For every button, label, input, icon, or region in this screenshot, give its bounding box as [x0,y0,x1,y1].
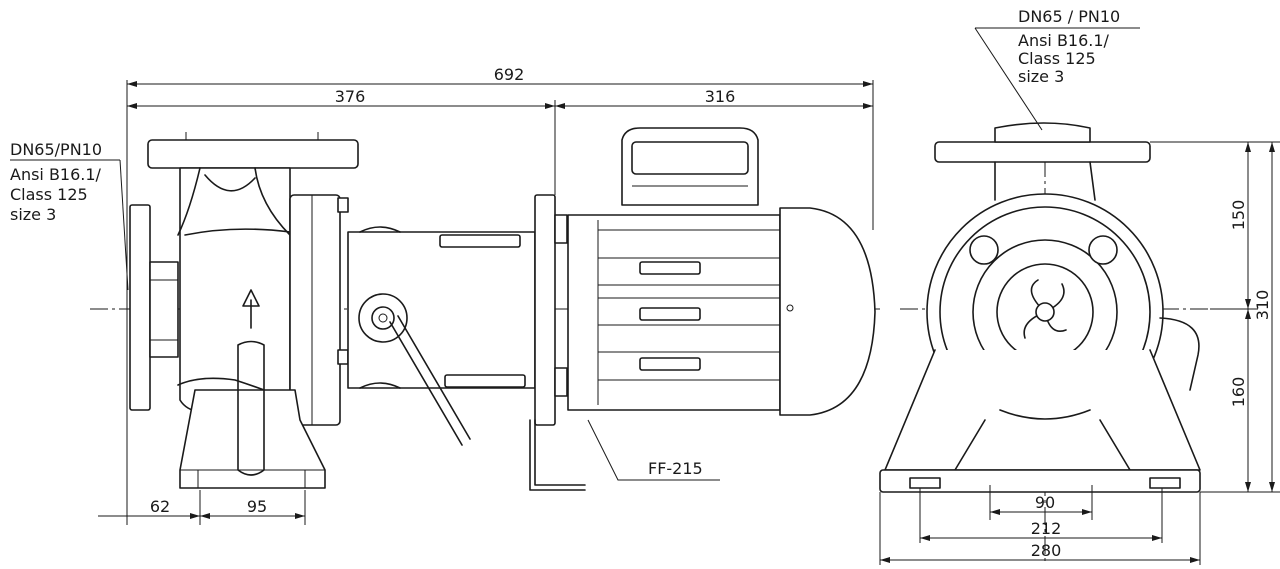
dimensions-end: 150 160 310 90 212 280 DN65 / PN10 Ansi … [879,7,1280,565]
flange-spec-right-line3: Class 125 [1018,49,1096,68]
flange-spec-left-line4: size 3 [10,205,56,224]
end-view [879,122,1210,565]
dim-lower-height: 160 [1229,377,1248,408]
dim-upper-height: 150 [1229,200,1248,231]
dim-base-width: 280 [1031,541,1062,560]
pump-casing [177,167,349,426]
flange-spec-left-line2: Ansi B16.1/ [10,165,102,184]
flange-spec-right-line2: Ansi B16.1/ [1018,31,1110,50]
dim-flange-offset: 62 [150,497,170,516]
bearing-bracket [347,226,536,446]
discharge-flange [147,132,359,169]
motor-body [567,127,876,416]
motor-flange [529,194,586,491]
dim-foot-spacing: 95 [247,497,267,516]
flange-spec-left-line1: DN65/PN10 [10,140,102,159]
pump-foot [179,340,326,489]
dim-hole-spacing: 212 [1031,519,1062,538]
suction-flange [129,204,179,411]
dimensions-side: 692 376 316 62 95 DN65/PN10 Ansi B16.1/ … [10,65,874,525]
flange-spec-left-line3: Class 125 [10,185,88,204]
side-view [90,127,880,491]
dim-overall-length: 692 [494,65,525,84]
motor-flange-label: FF-215 [648,459,703,478]
dim-total-height: 310 [1253,290,1272,321]
dim-pump-length: 376 [335,87,366,106]
dim-motor-length: 316 [705,87,736,106]
flange-spec-right-line4: size 3 [1018,67,1064,86]
dim-inner-width: 90 [1035,493,1055,512]
flange-spec-right-line1: DN65 / PN10 [1018,7,1120,26]
